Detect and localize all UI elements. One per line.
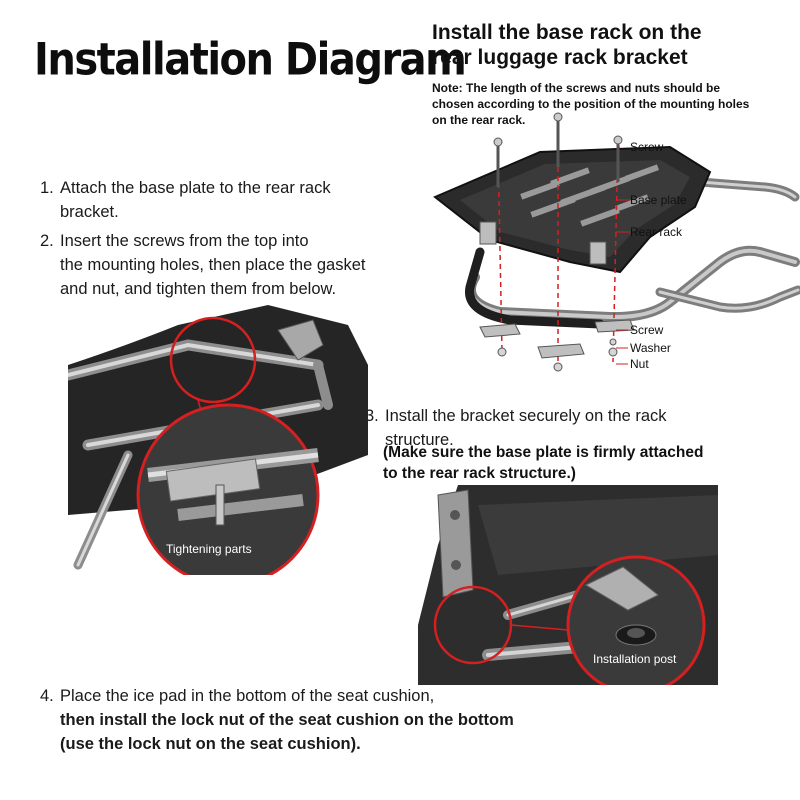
zoom-circle-small <box>169 316 257 404</box>
label-installation-post: Installation post <box>593 652 677 666</box>
zoom-circle-large <box>136 403 320 575</box>
step-1-number: 1. <box>40 179 54 197</box>
note-line-1: Note: The length of the screws and nuts … <box>432 81 721 95</box>
label-screw-top: Screw <box>630 140 664 154</box>
tightening-photo-illustration: Tightening parts <box>68 305 368 575</box>
step-3-note-line-2: to the rear rack structure.) <box>383 465 576 482</box>
label-base-plate: Base plate <box>630 193 687 207</box>
note-line-3: on the rear rack. <box>432 113 526 127</box>
step-3-note: (Make sure the base plate is firmly atta… <box>383 442 763 484</box>
installation-photo-illustration: Installation post <box>418 485 718 685</box>
step-2-line-2: the mounting holes, then place the gaske… <box>60 256 366 274</box>
step-1-line-1: Attach the base plate to the rear rack <box>60 179 331 197</box>
label-tightening-parts: Tightening parts <box>166 542 252 556</box>
heading-line-2: rear luggage rack bracket <box>432 46 688 69</box>
bottom-nuts <box>497 338 618 372</box>
step-2-line-1: Insert the screws from the top into <box>60 232 309 250</box>
label-screw-bottom: Screw <box>630 323 664 337</box>
step-3: 3. Install the bracket securely on the ra… <box>365 404 765 452</box>
label-nut: Nut <box>630 357 649 371</box>
label-washer: Washer <box>630 341 671 355</box>
step-4-line-2: then install the lock nut of the seat cu… <box>60 711 514 729</box>
step-4: 4. Place the ice pad in the bottom of the… <box>40 684 560 756</box>
base-plate-drawing <box>433 145 712 274</box>
vertical-bracket <box>437 489 474 598</box>
side-bracket <box>277 319 324 361</box>
step-3-note-line-1: (Make sure the base plate is firmly atta… <box>383 444 704 461</box>
heading-line-1: Install the base rack on the <box>432 21 702 44</box>
step-1: 1. Attach the base plate to the rear rack… <box>40 176 380 224</box>
step-4-line-1: Place the ice pad in the bottom of the s… <box>60 687 435 705</box>
note-line-2: chosen according to the position of the … <box>432 97 750 111</box>
label-rear-rack: Rear rack <box>630 225 683 239</box>
step-4-line-3: (use the lock nut on the seat cushion). <box>60 735 361 753</box>
step-3-line-1: Install the bracket securely on the rack <box>385 407 667 425</box>
step-3-number: 3. <box>365 407 379 425</box>
post-zoom-connector <box>510 624 569 631</box>
exploded-view-heading: Install the base rack on the rear luggag… <box>432 20 792 70</box>
step-2: 2. Insert the screws from the top into th… <box>40 229 385 301</box>
post-zoom-circle-large <box>566 555 706 685</box>
exploded-view-illustration: Screw Base plate Rear rack Screw Washer … <box>433 112 800 372</box>
label-leader-lines <box>616 146 630 365</box>
page-title: Installation Diagram <box>34 34 467 86</box>
step-3-line-2: structure. <box>385 431 454 449</box>
bottom-clamps <box>479 319 635 359</box>
step-2-line-3: and nut, and tighten them from below. <box>60 280 337 298</box>
exploded-view-note: Note: The length of the screws and nuts … <box>432 80 794 128</box>
step-1-line-2: bracket. <box>60 203 119 221</box>
step-2-number: 2. <box>40 232 54 250</box>
rear-rack-drawing <box>465 177 800 329</box>
step-4-number: 4. <box>40 687 54 705</box>
